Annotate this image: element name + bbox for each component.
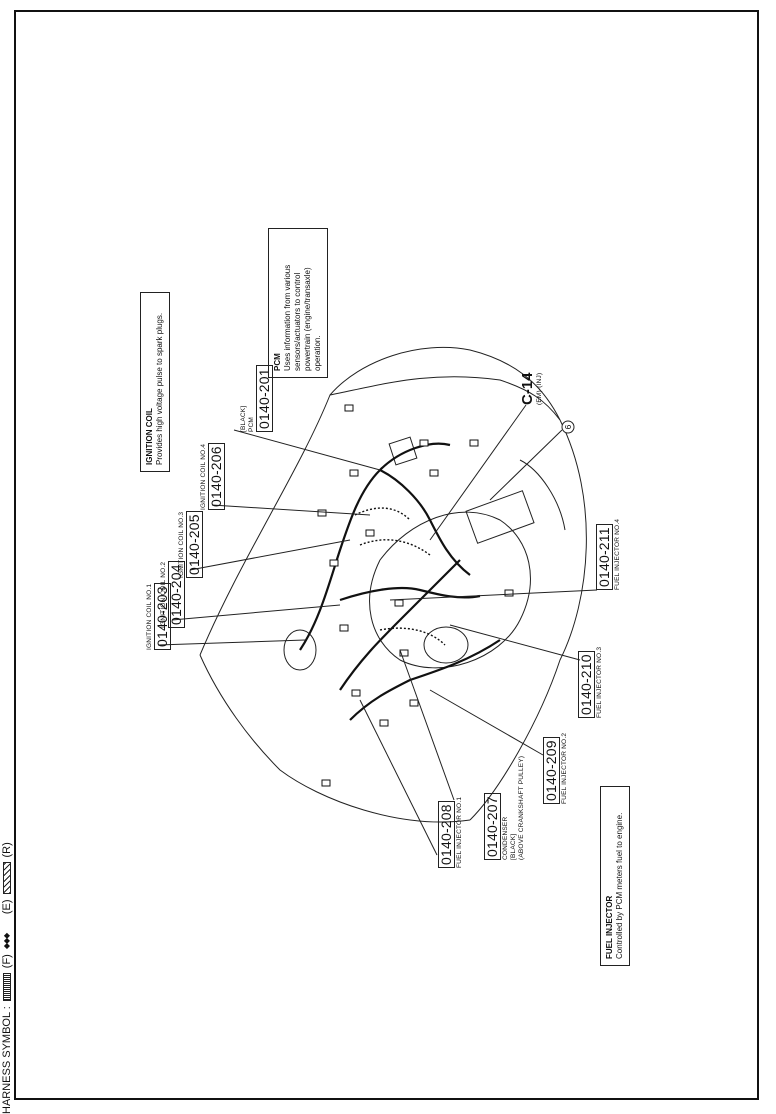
callout-206-label: IGNITION COIL NO.4 (200, 443, 207, 510)
pulley-shape (423, 626, 469, 664)
callout-206: IGNITION COIL NO.4 0140-206 (200, 443, 226, 510)
callout-210: 0140-210 FUEL INJECTOR NO.3 (578, 647, 604, 718)
callout-211: 0140-211 FUEL INJECTOR NO.4 (596, 519, 622, 590)
leader-206 (211, 504, 371, 516)
callout-208-label: FUEL INJECTOR NO.1 (456, 796, 463, 868)
callout-207-note2: (ABOVE CRANKSHAFT PULLEY) (518, 755, 525, 860)
hood-outline (199, 346, 561, 656)
injector-rail-harness (339, 586, 481, 602)
leader-207 (399, 649, 455, 801)
callout-206-code: 0140-206 (208, 443, 225, 510)
page-frame (14, 10, 759, 1100)
leader-210 (449, 624, 581, 661)
fuel-note-title: FUEL INJECTOR (605, 895, 614, 959)
callout-205-code: 0140-205 (186, 511, 203, 578)
leader-c14 (429, 404, 527, 541)
callout-207-label: CONDENSER (502, 816, 509, 860)
battery-outline (519, 459, 566, 531)
pcm-note-line-2: sensors/actuators to control (293, 272, 302, 371)
callout-209-code: 0140-209 (543, 737, 560, 804)
pcm-note-title: PCM (273, 353, 282, 371)
callout-208: 0140-208 FUEL INJECTOR NO.1 (438, 797, 464, 868)
callout-207: 0140-207 CONDENSER [BLACK] (ABOVE CRANKS… (484, 756, 526, 860)
callout-208-code: 0140-208 (438, 801, 455, 868)
coil-harness-branch (379, 469, 471, 576)
callout-207-code: 0140-207 (484, 793, 501, 860)
callout-210-code: 0140-210 (578, 651, 595, 718)
leader-203 (157, 639, 306, 646)
circle-ref-text: 6 (564, 424, 573, 429)
ignition-coil-note: IGNITION COIL Provides high voltage puls… (140, 292, 170, 472)
pcm-note: PCM Uses information from various sensor… (268, 228, 328, 378)
pcm-note-line-4: operation. (313, 335, 322, 371)
leader-201 (233, 429, 381, 471)
callout-207-note: [BLACK] (510, 833, 517, 860)
relay-box (388, 436, 418, 466)
leader-circle6 (489, 429, 563, 501)
c14-sub: (EM)-(INJ) (536, 372, 543, 405)
pcm-note-line-3: powertrain (engine/transaxle) (303, 267, 312, 371)
leader-204 (171, 604, 341, 621)
c14-code: C-14 (519, 372, 536, 405)
leader-208 (359, 699, 438, 856)
lower-harness-branch (339, 559, 461, 691)
fender-outline (469, 419, 587, 821)
fuel-note-text: Controlled by PCM meters fuel to engine. (615, 812, 624, 959)
leader-205 (189, 539, 351, 571)
callout-205: IGNITION COIL NO.3 0140-205 (178, 511, 204, 578)
callout-211-code: 0140-211 (596, 524, 613, 590)
front-harness-branch (349, 639, 501, 721)
fuel-injector-note: FUEL INJECTOR Controlled by PCM meters f… (600, 786, 630, 966)
callout-211-label: FUEL INJECTOR NO.4 (614, 518, 621, 590)
leader-211 (389, 589, 598, 601)
front-outline (199, 654, 471, 823)
leader-209 (429, 689, 544, 756)
ignition-note-title: IGNITION COIL (145, 408, 154, 465)
strut-tower-shape (283, 629, 317, 671)
callout-203-label: IGNITION COIL NO.1 (146, 583, 153, 650)
callout-c14: C-14 (EM)-(INJ) (519, 372, 544, 405)
firewall-outline (329, 376, 561, 421)
main-harness-trunk (299, 442, 451, 651)
callout-201-label: PCM (248, 416, 255, 432)
pcm-box (465, 490, 535, 544)
circle-ref-marker (561, 420, 575, 434)
callout-201-note: [BLACK] (240, 405, 247, 432)
callout-209: 0140-209 FUEL INJECTOR NO.2 (543, 733, 569, 804)
callout-205-label: IGNITION COIL NO.3 (178, 511, 185, 578)
ignition-note-text: Provides high voltage pulse to spark plu… (155, 312, 164, 465)
callout-204-label: IGNITION COIL NO.2 (160, 561, 167, 628)
callout-209-label: FUEL INJECTOR NO.2 (561, 732, 568, 804)
pcm-note-line-1: Uses information from various (283, 264, 292, 371)
callout-210-label: FUEL INJECTOR NO.3 (596, 646, 603, 718)
